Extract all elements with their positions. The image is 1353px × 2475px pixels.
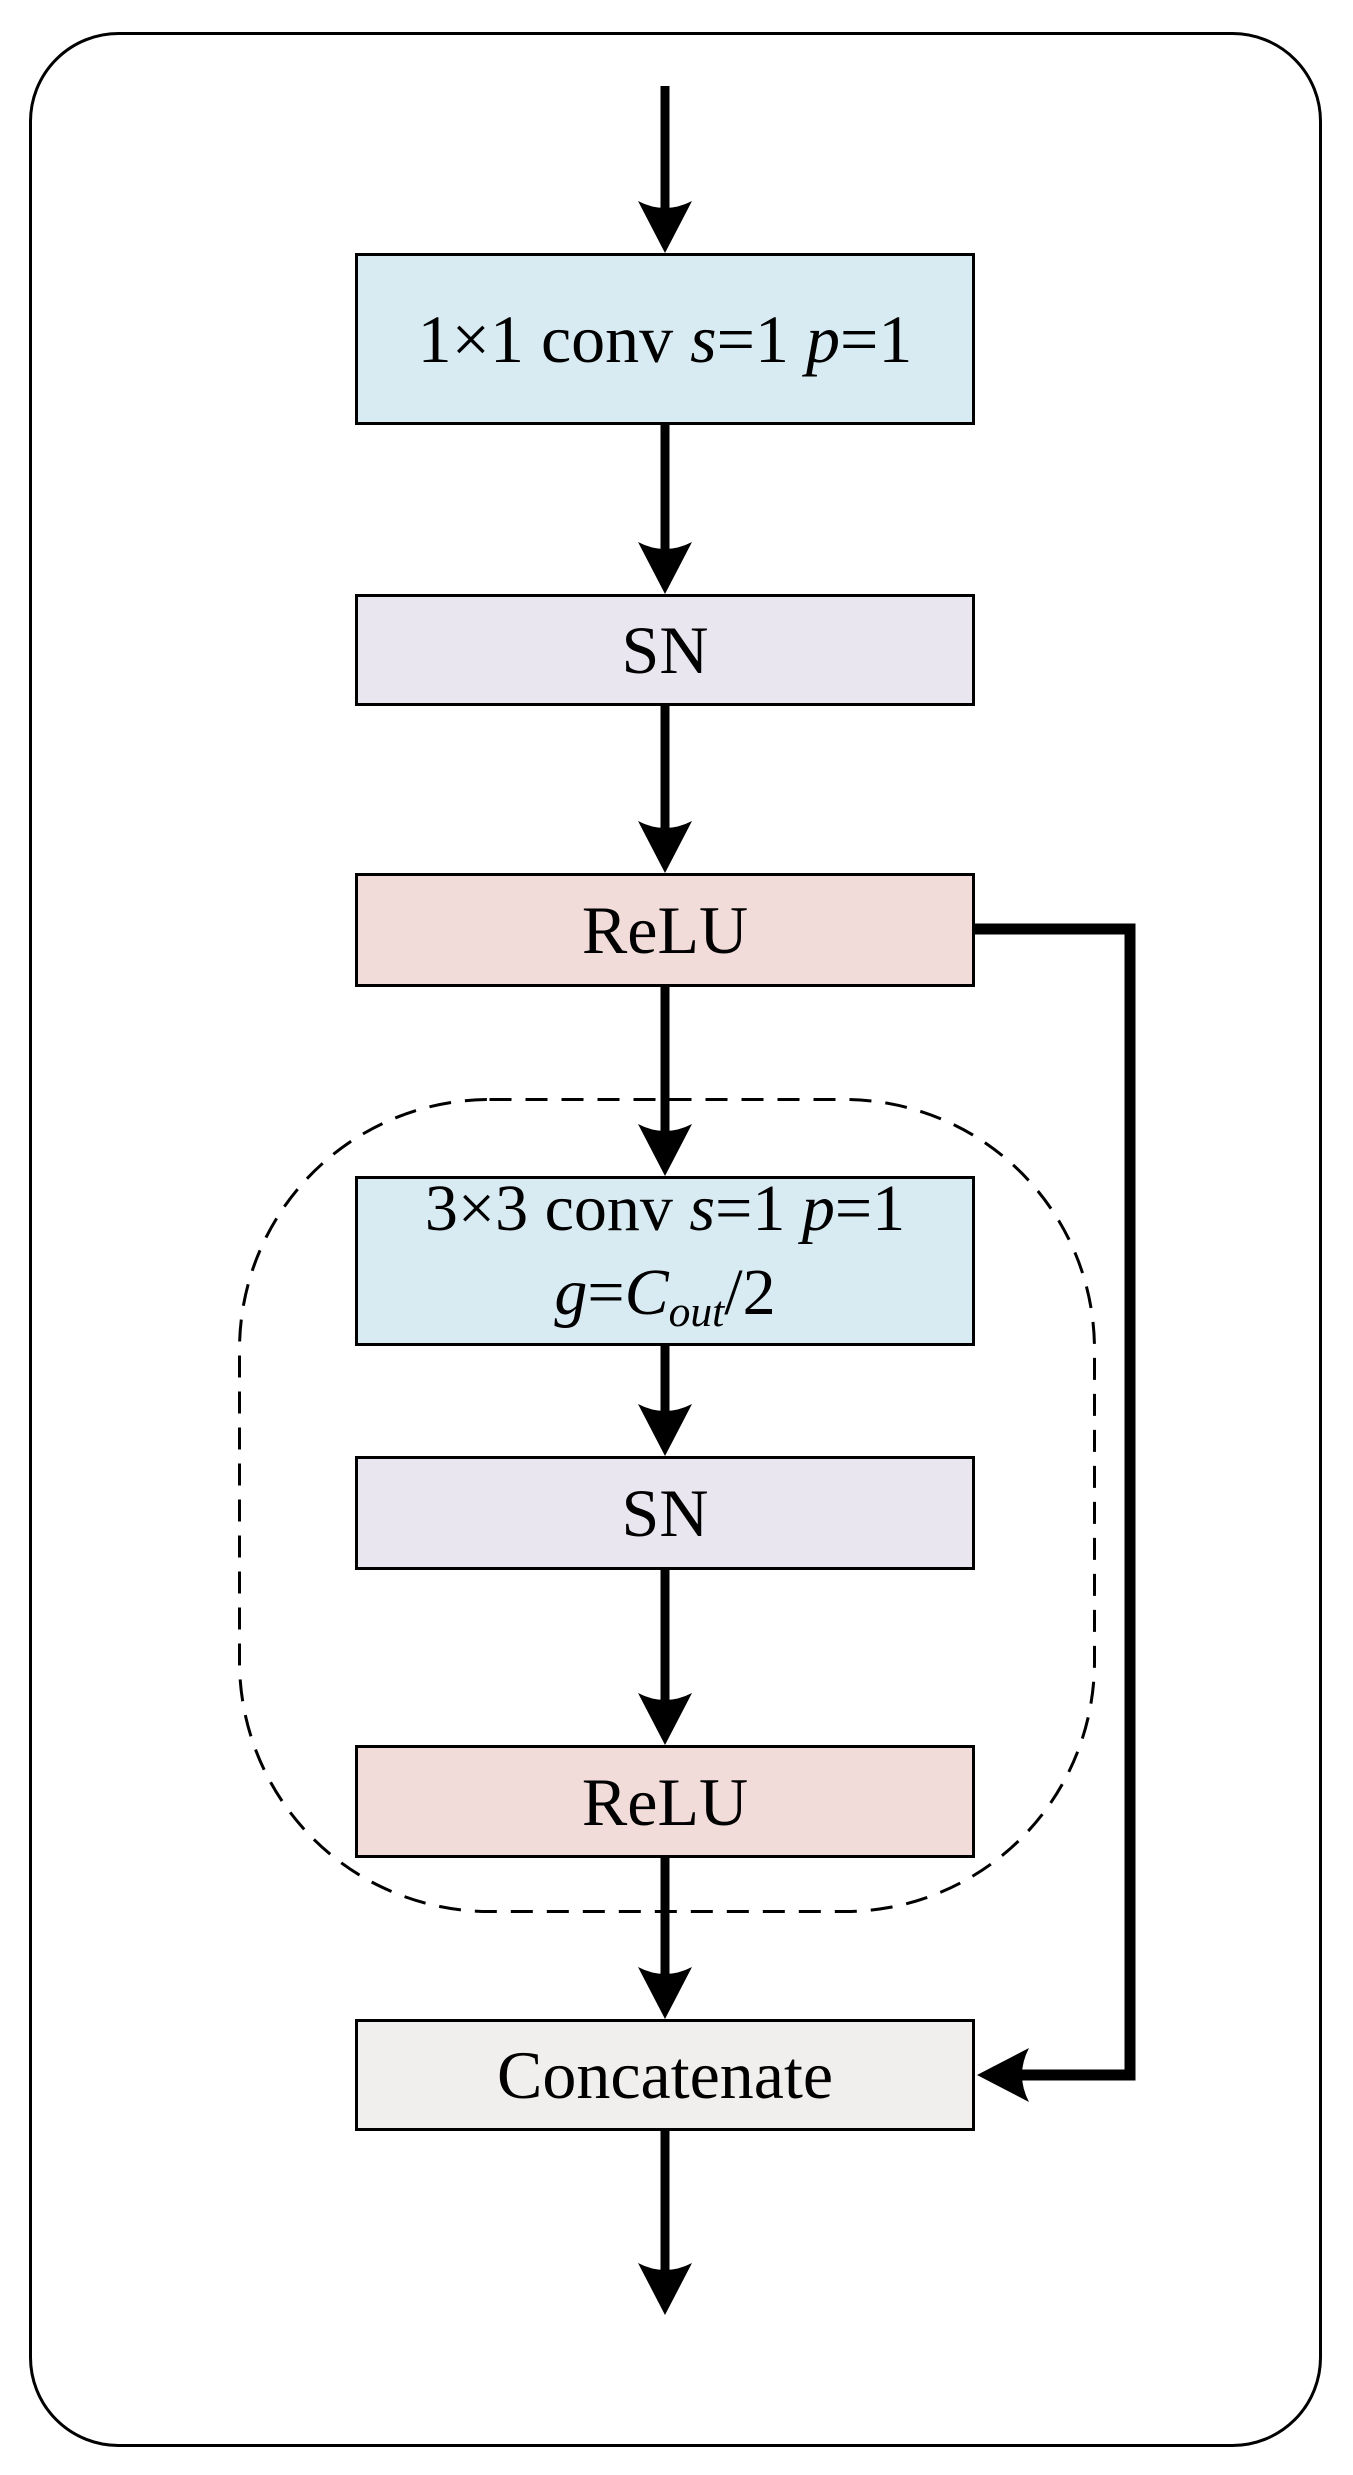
arrow-conv2-sn2-head: [638, 1404, 692, 1456]
node-relu-1-label: ReLU: [581, 892, 749, 968]
node-sn-2-label: SN: [621, 1475, 709, 1551]
node-sn-2: SN: [355, 1456, 975, 1570]
node-relu-1: ReLU: [355, 873, 975, 987]
node-sn-1: SN: [355, 594, 975, 706]
node-relu-2-label: ReLU: [581, 1763, 749, 1840]
node-conv-1x1-label: 1×1 conv s=1 p=1: [417, 301, 913, 377]
node-concatenate-label: Concatenate: [496, 2037, 834, 2113]
arrow-sn2-relu2-head: [638, 1693, 692, 1745]
arrow-heads: [638, 201, 1029, 2315]
node-conv-3x3-label-line2: g=Cout/2: [554, 1256, 776, 1337]
arrow-sn1-relu1-head: [638, 821, 692, 873]
node-conv-3x3-label-line1: 3×3 conv s=1 p=1: [424, 1172, 906, 1246]
skip-connection-head: [977, 2048, 1029, 2102]
node-conv-1x1: 1×1 conv s=1 p=1: [355, 253, 975, 425]
arrow-output-head: [638, 2263, 692, 2315]
node-relu-2: ReLU: [355, 1745, 975, 1858]
node-conv-3x3-grouped: 3×3 conv s=1 p=1 g=Cout/2: [355, 1172, 975, 1346]
arrow-input-head: [638, 201, 692, 253]
node-concatenate: Concatenate: [355, 2019, 975, 2131]
node-sn-1-label: SN: [621, 612, 709, 688]
arrow-relu1-conv2-head: [638, 1124, 692, 1176]
arrow-conv1-sn1-head: [638, 542, 692, 594]
arrow-shafts: [660, 86, 1136, 2270]
skip-connection-line: [975, 923, 1136, 2081]
figure-border: [29, 32, 1322, 2447]
arrow-relu2-concat-head: [638, 1967, 692, 2019]
